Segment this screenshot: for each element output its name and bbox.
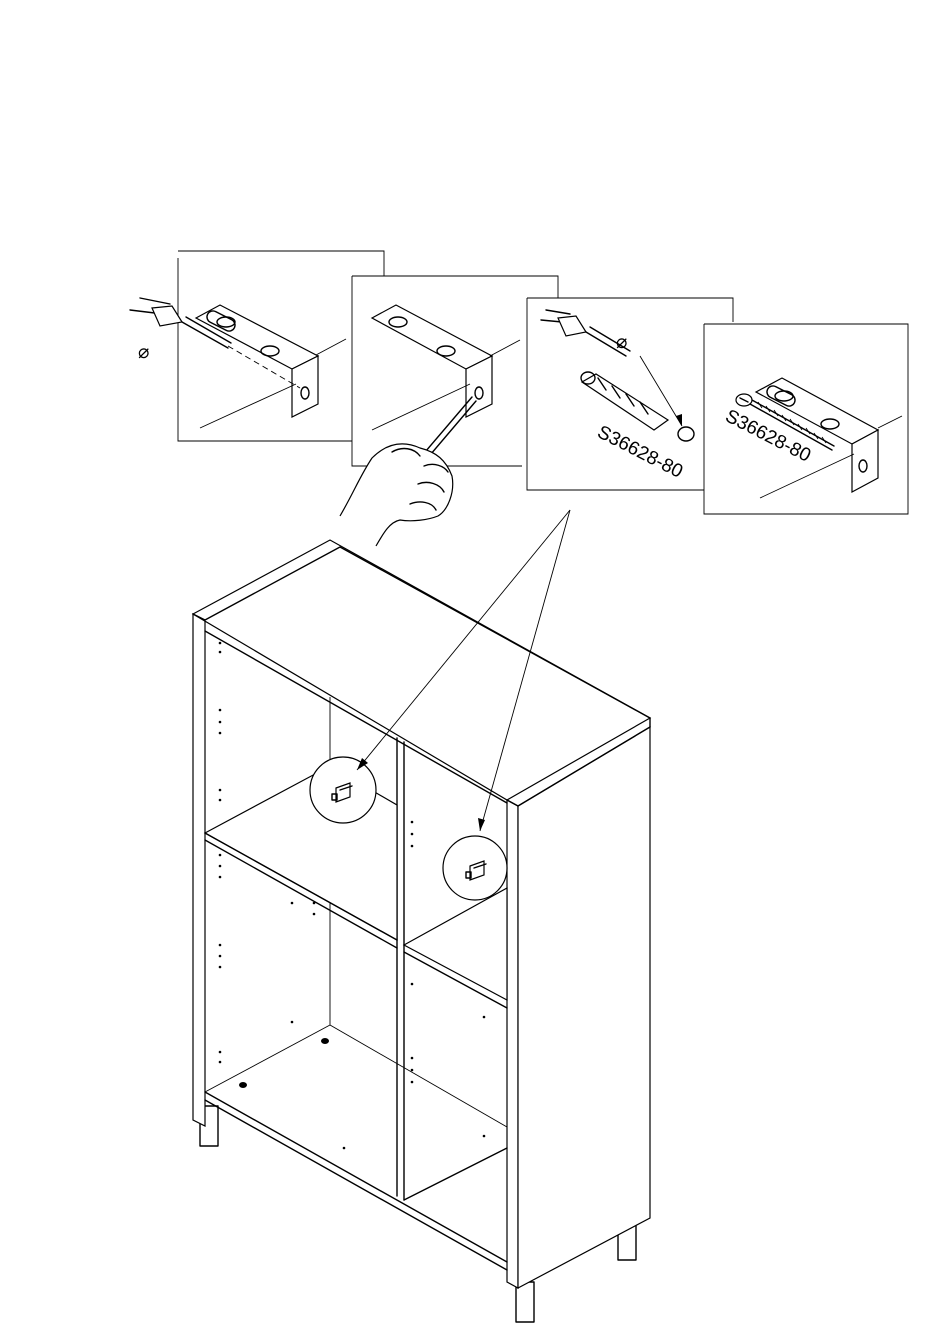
cabinet-right-shelf	[404, 888, 507, 1008]
step-panel-plug: ⌀ S36628-80	[527, 298, 733, 490]
cabinet-right-side	[507, 800, 518, 1288]
step-panel-drill: ⌀	[130, 251, 384, 441]
cabinet	[193, 540, 650, 1322]
cabinet-bottom	[205, 1092, 507, 1270]
step-panel-hammer	[340, 276, 558, 546]
cabinet-top	[193, 540, 650, 800]
bracket-detail-right	[443, 836, 507, 900]
cam-holes	[239, 1038, 329, 1088]
cabinet-right-outer	[518, 727, 650, 1288]
cabinet-left-side	[193, 614, 205, 1126]
drill-diameter-symbol: ⌀	[138, 342, 149, 363]
step-panel-screw: S36628-80	[704, 324, 908, 514]
plug-diameter-symbol: ⌀	[616, 332, 627, 353]
cabinet-center-divider	[397, 738, 404, 1200]
bracket-detail-left	[310, 757, 376, 823]
